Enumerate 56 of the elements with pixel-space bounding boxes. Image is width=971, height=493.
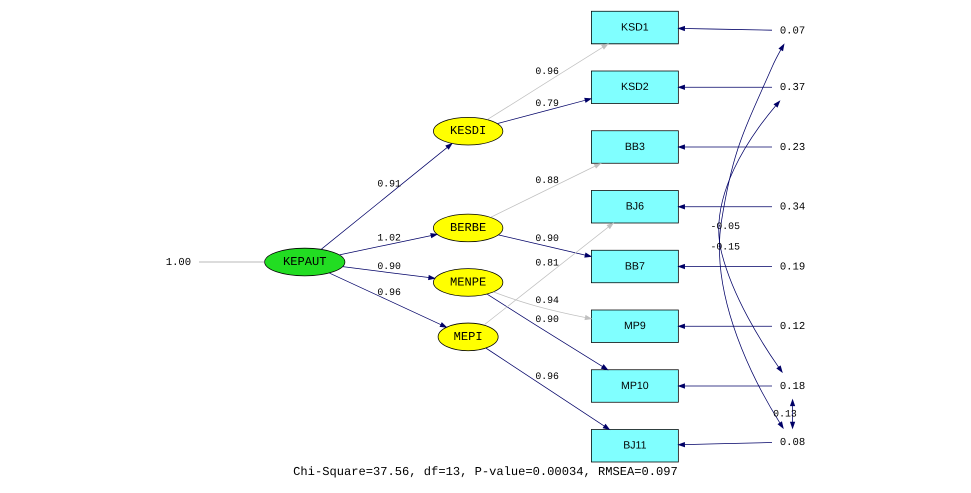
- arrow: [677, 442, 772, 448]
- edge-label: 0.90: [535, 233, 559, 244]
- arrow: [342, 266, 436, 280]
- node-box: KSD1: [591, 10, 679, 44]
- edge-label: 0.96: [377, 286, 401, 298]
- arrow: [484, 222, 614, 326]
- arrow: [677, 324, 772, 329]
- node-text: 0.34: [780, 202, 806, 214]
- edge-label: 0.96: [535, 370, 559, 382]
- caption: Chi-Square=37.56, df=13, P-value=0.00034, RMSEA=0.097: [293, 464, 678, 479]
- edge-label: 0.90: [377, 261, 401, 272]
- node-ellipse: KEPAUT: [264, 248, 346, 276]
- node-text: 0.19: [780, 261, 806, 274]
- node-ellipse: KESDI: [433, 116, 504, 146]
- arrow: [329, 272, 448, 328]
- node-text: 0.08: [780, 436, 806, 449]
- arrow: [677, 144, 772, 150]
- edge-label: 1.02: [377, 232, 401, 244]
- node-ellipse: MENPE: [433, 268, 504, 297]
- edge-label: 0.79: [535, 98, 559, 109]
- node-text: 0.23: [780, 142, 806, 154]
- arrow: [677, 26, 772, 32]
- arrow: [677, 264, 772, 270]
- node-box: BJ11: [591, 429, 679, 462]
- arrow: [493, 292, 592, 320]
- arrow: [486, 348, 610, 430]
- arrow: [339, 233, 438, 256]
- arrow: [498, 234, 592, 258]
- edge-label: 0.81: [535, 257, 559, 268]
- arrow: [677, 383, 772, 389]
- arrow: [718, 100, 783, 374]
- edge-label: 0.88: [535, 174, 559, 186]
- node-box: BB3: [591, 130, 679, 164]
- node-box: KSD2: [591, 70, 679, 104]
- node-text: 1.00: [166, 256, 192, 269]
- node-text: 0.07: [780, 25, 806, 38]
- node-text: 0.18: [780, 380, 806, 393]
- node-box: BB7: [591, 250, 679, 284]
- arrow: [677, 84, 772, 90]
- edge-label: 0.91: [377, 178, 401, 190]
- arrow: [497, 98, 592, 124]
- node-ellipse: BERBE: [433, 214, 504, 242]
- node-box: MP10: [591, 369, 679, 403]
- arrow: [487, 43, 609, 120]
- arrow: [320, 142, 453, 250]
- arrow: [719, 43, 785, 430]
- node-box: MP9: [591, 310, 679, 343]
- arrow: [677, 204, 772, 210]
- node-text: 0.37: [780, 82, 806, 94]
- arrow: [490, 162, 602, 218]
- node-box: BJ6: [591, 190, 679, 224]
- edge-label: 0.90: [535, 314, 559, 326]
- arrow: [486, 294, 609, 370]
- edge-label: 0.96: [535, 66, 559, 77]
- node-text: 0.12: [780, 321, 806, 334]
- edge-label: 0.94: [535, 295, 559, 306]
